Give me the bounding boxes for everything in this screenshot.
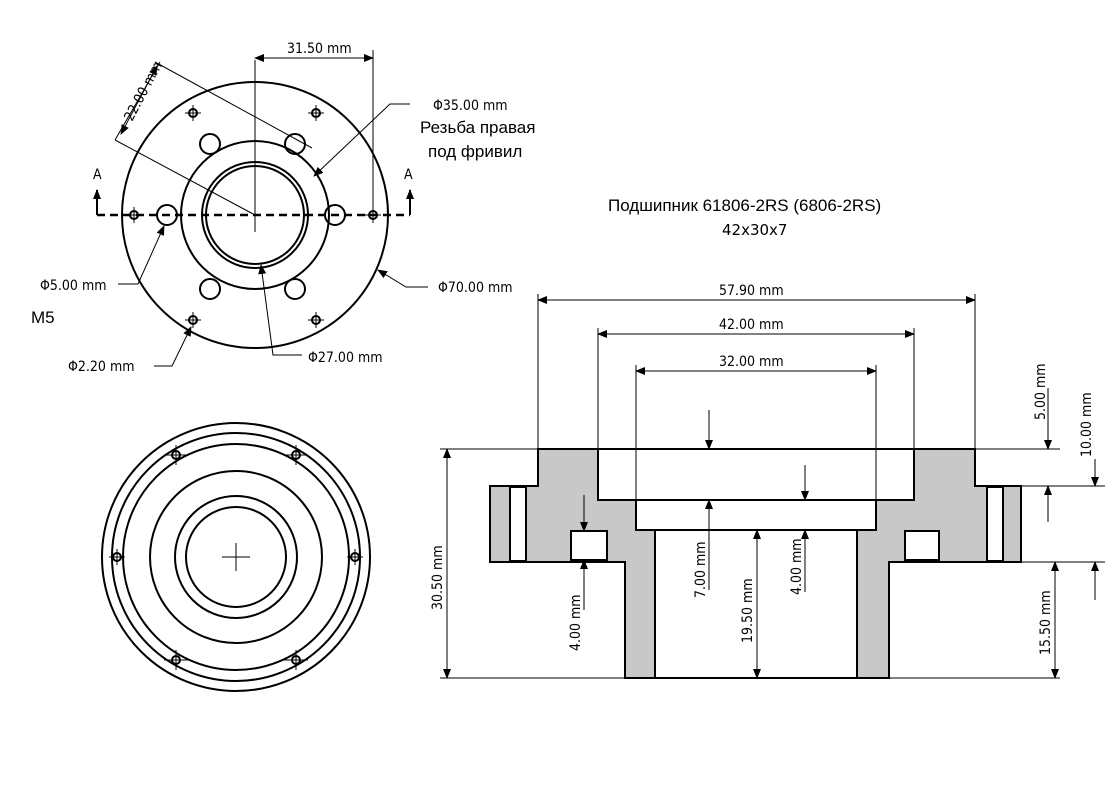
dim-4-00-left: 4.00 mm bbox=[568, 594, 584, 651]
dim-10-00: 10.00 mm bbox=[1079, 392, 1095, 457]
dim-32-00: 32.00 mm bbox=[719, 354, 784, 370]
section-mark-right: A bbox=[404, 167, 413, 183]
dim-30-50: 30.50 mm bbox=[430, 545, 446, 610]
m5-holes bbox=[156, 133, 346, 300]
small-holes bbox=[126, 105, 381, 328]
dim-57-90: 57.90 mm bbox=[719, 283, 784, 299]
bearing-seat bbox=[597, 448, 915, 501]
leader-5 bbox=[118, 225, 165, 285]
dia-35-label: Φ35.00 mm bbox=[433, 98, 508, 114]
leader-35 bbox=[313, 103, 410, 177]
dia-70-label: Φ70.00 mm bbox=[438, 280, 513, 296]
bearing-title: Подшипник 61806-2RS (6806-2RS) bbox=[608, 196, 881, 215]
dia-5-label: Φ5.00 mm bbox=[40, 278, 107, 294]
section-mark-left: A bbox=[93, 167, 102, 183]
bottom-view bbox=[101, 422, 371, 692]
dim-4-00-mid: 4.00 mm bbox=[789, 538, 805, 595]
leader-70 bbox=[377, 269, 428, 288]
leader-27 bbox=[258, 264, 302, 356]
dim-7-00: 7.00 mm bbox=[693, 541, 709, 598]
ext-line-22-00-c bbox=[114, 139, 256, 216]
bottom-view-holes bbox=[109, 445, 363, 670]
section-view: 57.90 mm 42.00 mm 32.00 mm 30.50 mm 5.00… bbox=[430, 283, 1105, 679]
dim-31-50: 31.50 mm bbox=[287, 41, 352, 57]
bearing-size: 42x30x7 bbox=[722, 221, 787, 239]
dim-15-50: 15.50 mm bbox=[1038, 590, 1054, 655]
top-view: A A 31.50 mm 22.00 mm Φ35.00 mm Резьба п… bbox=[31, 41, 535, 375]
m5-label: M5 bbox=[31, 308, 55, 327]
dia-2-20-label: Φ2.20 mm bbox=[68, 359, 135, 375]
dim-19-50: 19.50 mm bbox=[740, 578, 756, 643]
dim-42-00: 42.00 mm bbox=[719, 317, 784, 333]
thread-note-line-2: под фривил bbox=[428, 142, 522, 161]
section-fill-left bbox=[490, 449, 655, 678]
thread-note-line-1: Резьба правая bbox=[420, 118, 535, 137]
ext-line-22-00-b bbox=[154, 61, 313, 149]
section-fill-right bbox=[857, 449, 1021, 678]
dim-22-00: 22.00 mm bbox=[121, 59, 165, 124]
dia-27-label: Φ27.00 mm bbox=[308, 350, 383, 366]
leader-2-20 bbox=[154, 326, 192, 367]
dim-line-22-00 bbox=[120, 65, 158, 135]
dim-5-00: 5.00 mm bbox=[1033, 363, 1049, 420]
